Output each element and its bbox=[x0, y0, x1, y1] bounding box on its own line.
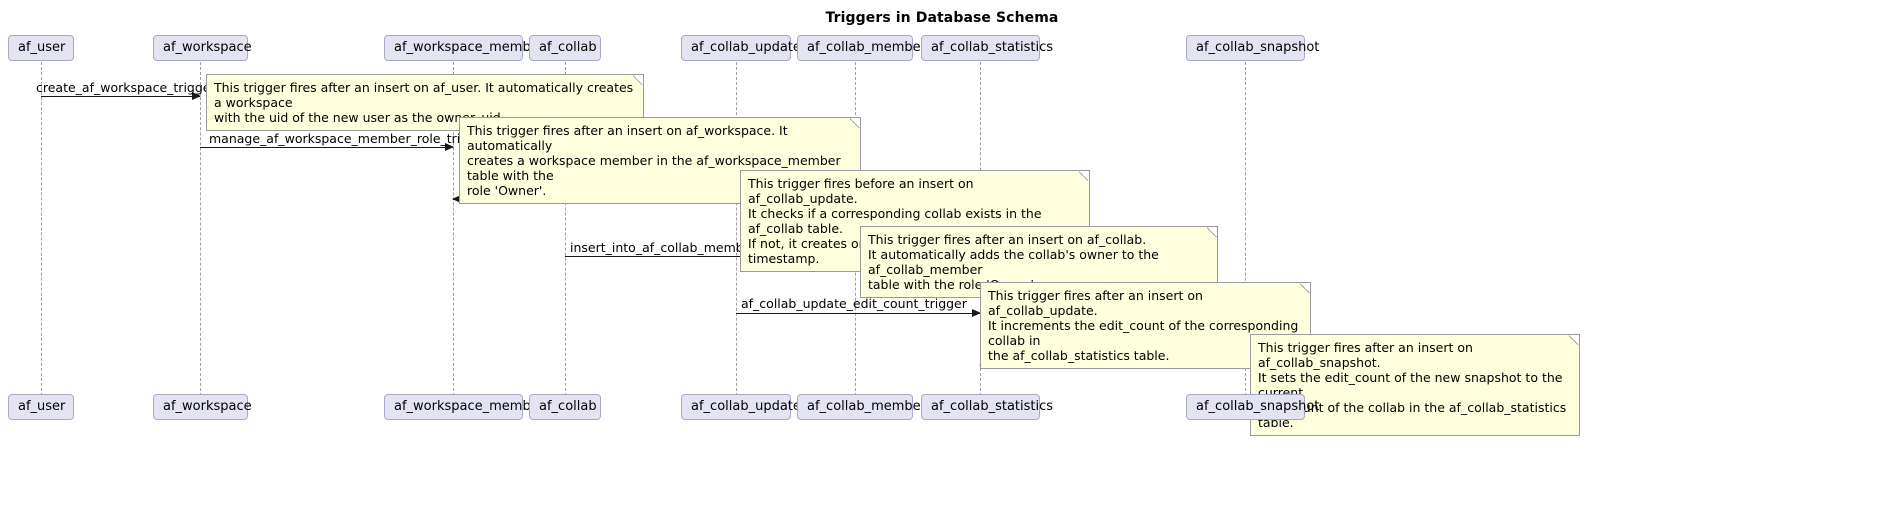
participant-af-collab-snapshot[interactable]: af_collab_snapshot bbox=[1186, 394, 1319, 420]
participant-af-collab-member[interactable]: af_collab_member bbox=[797, 35, 926, 61]
participant-af-collab-update[interactable]: af_collab_update bbox=[681, 394, 801, 420]
diagram-title: Triggers in Database Schema bbox=[825, 10, 1059, 26]
arrowhead-icon bbox=[972, 309, 981, 317]
message-arrow-create-af-workspace-trigger bbox=[41, 92, 201, 100]
note-fold-corner-icon bbox=[850, 117, 861, 128]
note-af-collab-snapshot-update-edit-count-trigger: This trigger fires after an insert on af… bbox=[1250, 334, 1580, 436]
note-insert-into-af-collab-trigger: This trigger fires before an insert on a… bbox=[740, 170, 1090, 272]
participant-af-collab[interactable]: af_collab bbox=[529, 35, 601, 61]
note-fold-corner-icon bbox=[633, 74, 644, 85]
note-text: This trigger fires before an insert on a… bbox=[748, 176, 1060, 266]
message-label-af-collab-update-edit-count-trigger: af_collab_update_edit_count_trigger bbox=[741, 296, 967, 311]
note-fold-corner-icon bbox=[1079, 170, 1090, 181]
lifeline-af-user bbox=[41, 62, 42, 396]
note-fold-corner-icon bbox=[1300, 282, 1311, 293]
message-arrow-af-collab-update-edit-count-trigger bbox=[736, 309, 981, 317]
note-text: This trigger fires after an insert on af… bbox=[214, 80, 634, 125]
lifeline-af-collab-snapshot bbox=[1245, 62, 1246, 396]
participant-af-collab-snapshot[interactable]: af_collab_snapshot bbox=[1186, 35, 1319, 61]
lifeline-af-workspace bbox=[200, 62, 201, 396]
lifeline-af-collab bbox=[565, 62, 566, 396]
message-label-create-af-workspace-trigger: create_af_workspace_trigger bbox=[36, 80, 216, 95]
participant-af-collab[interactable]: af_collab bbox=[529, 394, 601, 420]
note-create-af-workspace-trigger: This trigger fires after an insert on af… bbox=[206, 74, 644, 131]
note-text: This trigger fires after an insert on af… bbox=[467, 123, 841, 198]
participant-af-workspace-member[interactable]: af_workspace_member bbox=[384, 35, 544, 61]
participant-af-collab-statistics[interactable]: af_collab_statistics bbox=[921, 35, 1053, 61]
participant-af-user[interactable]: af_user bbox=[8, 394, 74, 420]
arrowhead-icon bbox=[445, 143, 454, 151]
participant-af-user[interactable]: af_user bbox=[8, 35, 74, 61]
participant-af-workspace-member[interactable]: af_workspace_member bbox=[384, 394, 544, 420]
message-label-manage-af-workspace-member-role-trigger: manage_af_workspace_member_role_trigger bbox=[209, 131, 489, 146]
participant-af-workspace[interactable]: af_workspace bbox=[153, 35, 252, 61]
note-text: This trigger fires after an insert on af… bbox=[988, 288, 1299, 363]
note-text: This trigger fires after an insert on af… bbox=[868, 232, 1159, 292]
lifeline-af-collab-update bbox=[736, 62, 737, 396]
lifeline-af-workspace-member bbox=[453, 62, 454, 396]
participant-af-collab-update[interactable]: af_collab_update bbox=[681, 35, 801, 61]
participant-af-workspace[interactable]: af_workspace bbox=[153, 394, 252, 420]
arrowhead-icon bbox=[192, 92, 201, 100]
note-fold-corner-icon bbox=[1207, 226, 1218, 237]
message-arrow-manage-af-workspace-member-role-trigger bbox=[200, 143, 454, 151]
participant-af-collab-statistics[interactable]: af_collab_statistics bbox=[921, 394, 1053, 420]
participant-af-collab-member[interactable]: af_collab_member bbox=[797, 394, 926, 420]
arrowhead-icon bbox=[452, 195, 461, 203]
note-fold-corner-icon bbox=[1569, 334, 1580, 345]
note-af-collab-update-edit-count-trigger: This trigger fires after an insert on af… bbox=[980, 282, 1311, 369]
